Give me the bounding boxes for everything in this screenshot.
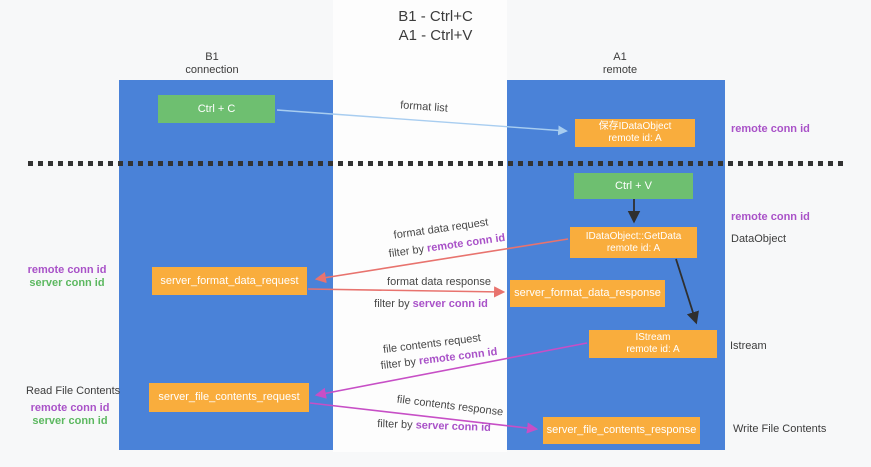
node-ctrl-c: Ctrl + C	[158, 95, 275, 123]
phase-separator-dashed-line	[28, 161, 846, 166]
arrow-file-contents-request	[314, 342, 588, 399]
filter-by-text: filter by	[376, 418, 413, 432]
title-line-2: A1 - Ctrl+V	[398, 27, 473, 44]
node-istream-line1: IStream	[635, 332, 671, 343]
title-line-1: B1 - Ctrl+C	[398, 8, 473, 25]
node-server-format-data-response: server_format_data_response	[510, 280, 665, 307]
node-save-idataobject: 保存IDataObject remote id: A	[575, 119, 695, 147]
node-ctrl-v-label: Ctrl + V	[615, 179, 652, 192]
middle-strip-background	[333, 0, 507, 452]
label-dataobject: DataObject	[731, 233, 787, 245]
label-server-conn-id-left-file: server conn id	[32, 415, 108, 427]
conn-id-stack-file: remote conn id server conn id	[28, 402, 112, 428]
arrow-file-contents-response	[309, 402, 539, 434]
label-remote-conn-id-mid-right: remote conn id	[731, 211, 810, 223]
node-ctrl-c-label: Ctrl + C	[197, 102, 236, 115]
lifeline-header-a1: A1 remote	[560, 51, 680, 76]
node-save-idataobject-line2: remote id: A	[608, 133, 662, 144]
arrow-format-list	[276, 109, 568, 136]
label-istream: Istream	[730, 340, 767, 352]
node-ctrl-v: Ctrl + V	[574, 173, 693, 199]
label-remote-conn-id-left-format: remote conn id	[27, 264, 107, 276]
server-conn-id-text: server conn id	[415, 419, 492, 434]
node-save-idataobject-line1: 保存IDataObject	[598, 121, 672, 132]
node-idataobject-getdata-line2: remote id: A	[606, 242, 661, 254]
node-idataobject-getdata: IDataObject::GetData remote id: A	[570, 227, 697, 258]
lifeline-header-b1: B1 connection	[152, 51, 272, 76]
label-filter-by-server-conn-id-format: filter by server conn id	[374, 298, 488, 310]
arrow-format-data-response	[307, 286, 506, 298]
arrow-format-data-request	[314, 238, 569, 284]
arrow-getdata-to-istream	[675, 258, 699, 325]
diagram-title: B1 - Ctrl+C A1 - Ctrl+V	[0, 7, 871, 45]
label-remote-conn-id-top-right: remote conn id	[731, 123, 810, 135]
label-write-file-contents: Write File Contents	[733, 423, 827, 435]
node-server-file-contents-request: server_file_contents_request	[149, 383, 309, 412]
label-read-file-contents: Read File Contents	[26, 385, 121, 397]
node-idataobject-getdata-line1: IDataObject::GetData	[585, 230, 682, 242]
node-server-file-contents-response-label: server_file_contents_response	[546, 424, 697, 436]
node-server-format-data-request: server_format_data_request	[152, 267, 307, 295]
node-istream: IStream remote id: A	[589, 330, 717, 358]
node-istream-line2: remote id: A	[626, 344, 680, 355]
label-server-conn-id-left-format: server conn id	[29, 277, 105, 289]
node-server-file-contents-request-label: server_file_contents_request	[158, 391, 300, 403]
lifeline-name-b1: B1	[205, 51, 219, 63]
filter-by-text: filter by	[374, 298, 410, 310]
conn-id-stack-format: remote conn id server conn id	[25, 264, 109, 290]
node-server-file-contents-response: server_file_contents_response	[543, 417, 700, 444]
lifeline-role-remote: remote	[602, 63, 638, 76]
label-remote-conn-id-left-file: remote conn id	[30, 402, 110, 414]
lifeline-role-connection: connection	[185, 63, 239, 76]
node-server-format-data-request-label: server_format_data_request	[160, 274, 299, 287]
node-server-format-data-response-label: server_format_data_response	[514, 287, 661, 299]
label-format-data-response: format data response	[387, 276, 491, 288]
server-conn-id-text: server conn id	[412, 298, 488, 310]
lifeline-name-a1: A1	[613, 51, 627, 63]
